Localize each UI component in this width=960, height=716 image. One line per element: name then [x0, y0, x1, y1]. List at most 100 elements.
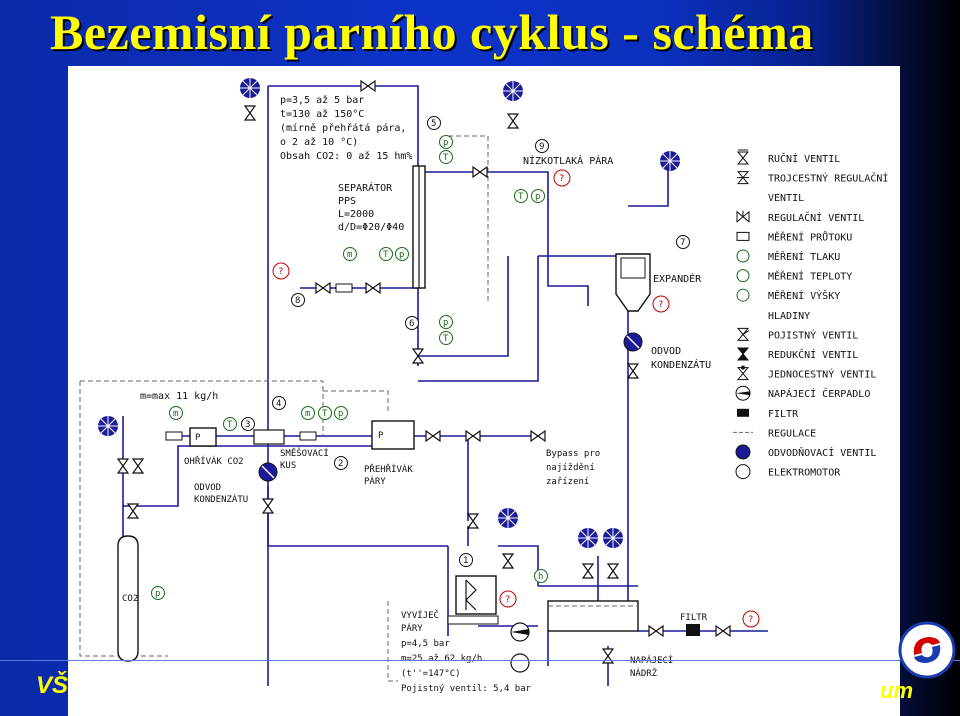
feed-pump-icon [735, 385, 751, 401]
slide-title: Bezemisní parního cyklus - schéma [50, 4, 814, 60]
motor-icon [735, 464, 751, 480]
expander-label: EXPANDÉR [653, 272, 702, 285]
legend-label-8: HLADINY [768, 311, 810, 322]
sep-param-0: p=3,5 až 5 bar [280, 94, 364, 106]
gen-5: Pojistný ventil: 5,4 bar [401, 684, 532, 694]
legend-label-12: NAPÁJECÍ ČERPADLO [768, 387, 870, 400]
sep-label-0: SEPARÁTOR [338, 181, 393, 194]
preheater-label-1: PÁRY [364, 475, 386, 487]
instrument-m-2: m [173, 409, 178, 419]
legend-label-16: ELEKTROMOTOR [768, 468, 841, 479]
filter-icon [737, 408, 749, 417]
flow-meter-co2 [165, 431, 183, 441]
preheater-label-0: PŘEHŘÍVÁK [364, 463, 413, 475]
footer-right-text: um [880, 678, 913, 703]
point-8: 8 [295, 296, 300, 306]
instrument-m-3: m [305, 409, 310, 419]
sep-param-2: (mírně přehřátá pára, [280, 122, 406, 134]
point-numbers: 5 9 7 8 6 4 3 2 1 [241, 116, 690, 567]
instrument-m-1: m [347, 250, 352, 260]
steam-cycle-schematic: p T T p m T p p T m T m T p p h ? ? ? ? [79, 77, 888, 694]
co2-heater-label: OHŘÍVÁK CO2 [184, 455, 244, 467]
separator-pps [412, 165, 426, 289]
electromotor [510, 653, 530, 673]
legend: RUČNÍ VENTIL TROJCESTNÝ REGULAČNÍ VENTIL RE… [733, 149, 888, 480]
gen-1: PÁRY [401, 622, 423, 634]
reducing-valve-icon [736, 347, 750, 361]
university-logo [898, 621, 956, 679]
drain-left-label-0: ODVOD [194, 483, 221, 493]
pressure-icon [736, 249, 750, 263]
legend-label-6: MĚŘENÍ TEPLOTY [768, 270, 852, 283]
instrument-q-5: ? [748, 615, 753, 625]
gen-4: (t''=147°C) [401, 669, 461, 679]
drain-left-label-1: KONDENZÁTU [194, 493, 248, 505]
instrument-p-4: p [443, 318, 448, 328]
drain-valve-icon [735, 444, 751, 460]
footer-divider [0, 660, 960, 661]
drain-right-label-1: KONDENZÁTU [651, 358, 711, 371]
bypass-label-0: Bypass pro [546, 449, 600, 459]
legend-label-14: REGULACE [768, 428, 816, 439]
flow-label: m=max 11 kg/h [140, 391, 218, 402]
mixing-piece [253, 429, 285, 445]
mixing-label-1: KUS [280, 461, 296, 471]
point-7: 7 [680, 238, 685, 248]
legend-label-11: JEDNOCESTNÝ VENTIL [768, 368, 876, 381]
legend-label-4: MĚŘENÍ PRŮTOKU [768, 230, 852, 243]
flow-meter-steam [299, 431, 317, 441]
legend-label-10: REDUKČNÍ VENTIL [768, 348, 858, 361]
legend-label-2: VENTIL [768, 193, 804, 204]
instrument-p-1: p [443, 138, 448, 148]
instrument-q-4: ? [505, 595, 510, 605]
instruments: p T T p m T p p T m T m T p p h ? ? ? ? [151, 135, 760, 628]
instrument-t-2: T [518, 192, 524, 202]
steam-preheater-box [371, 420, 415, 450]
bypass-label-1: najíždění [546, 463, 595, 473]
point-1: 1 [463, 556, 468, 566]
feed-tank [547, 600, 639, 632]
legend-label-0: RUČNÍ VENTIL [768, 152, 840, 165]
pressure-gauges [97, 77, 681, 549]
three-way-valve-icon [736, 171, 750, 185]
temperature-icon [736, 269, 750, 283]
instrument-p-6: p [155, 589, 160, 599]
manual-valve-icon [736, 149, 750, 165]
filter-element [686, 624, 700, 636]
control-valve-icon [736, 210, 750, 223]
instrument-t-1: T [443, 153, 449, 163]
separator-params: p=3,5 až 5 bar t=130 až 150°C (mírně pře… [280, 94, 412, 162]
legend-label-15: ODVODŇOVACÍ VENTIL [768, 446, 876, 459]
instrument-t-5: T [227, 420, 233, 430]
instrument-h-1: h [538, 572, 543, 582]
schematic-panel: p T T p m T p p T m T m T p p h ? ? ? ? [68, 66, 900, 716]
regulation-lines [79, 135, 489, 682]
legend-label-1: TROJCESTNÝ REGULAČNÍ [768, 172, 888, 185]
point-6: 6 [409, 319, 414, 329]
expander-vessel [615, 253, 651, 312]
legend-label-13: FILTR [768, 409, 799, 420]
sep-label-1: PPS [338, 196, 356, 207]
co2-bottle [117, 535, 139, 662]
generator-label: VYVÍJEČ PÁRY p=4,5 bar m=25 až 62 kg/h (… [401, 609, 532, 694]
point-4: 4 [276, 399, 281, 409]
instrument-q-3: ? [658, 300, 663, 310]
legend-label-5: MĚŘENÍ TLAKU [768, 250, 840, 263]
legend-label-7: MĚŘENÍ VÝŠKY [768, 289, 840, 302]
check-valve-icon [736, 365, 750, 381]
condensate-drain-right [623, 332, 643, 352]
separator-label: SEPARÁTOR PPS L=2000 d/D=Φ20/Φ40 [338, 181, 404, 233]
steam-generator [447, 575, 499, 625]
instrument-t-3: T [383, 250, 389, 260]
feed-tank-label-1: NÁDRŽ [630, 667, 658, 679]
filter-label: FILTR [680, 613, 708, 623]
level-icon [736, 288, 750, 302]
point-3: 3 [245, 420, 250, 430]
instrument-t-4: T [443, 334, 449, 344]
flow-meter-icon [736, 231, 750, 241]
legend-label-3: REGULAČNÍ VENTIL [768, 211, 864, 224]
legend-label-9: POJISTNÝ VENTIL [768, 328, 858, 341]
mixing-label-0: SMĚŠOVACÍ [280, 447, 329, 459]
low-pressure-steam-label: NÍZKOTLAKÁ PÁRA [523, 154, 613, 167]
